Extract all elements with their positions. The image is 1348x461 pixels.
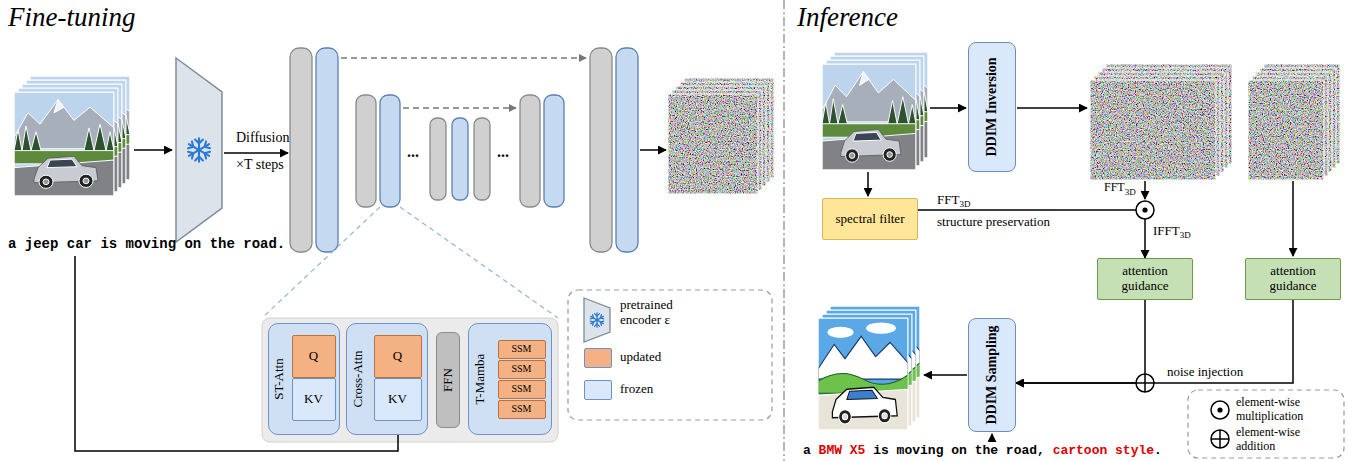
key-value-box: KV bbox=[374, 378, 422, 421]
operation-label: FFT bbox=[937, 193, 959, 208]
operation-label: IFFT bbox=[1153, 224, 1180, 239]
prompt-text: a bbox=[803, 444, 811, 459]
prompt-text: a jeep car is moving on the road. bbox=[8, 236, 285, 252]
node-text: Cross-Attn bbox=[350, 350, 365, 407]
guidance-box: attention guidance bbox=[1245, 258, 1341, 300]
subscript: 3D bbox=[1125, 187, 1136, 197]
ssm-box: SSM bbox=[498, 380, 546, 399]
key-value-box: KV bbox=[292, 378, 336, 421]
add-symbol bbox=[1211, 430, 1229, 448]
node-text: SSM bbox=[511, 343, 531, 355]
operation-label: FFT bbox=[1104, 181, 1125, 195]
section-title: Inference bbox=[797, 2, 898, 33]
node-text: attention guidance bbox=[1102, 264, 1188, 294]
multiply-symbol bbox=[1136, 201, 1154, 219]
prompt-text: BMW X5 bbox=[819, 444, 866, 459]
mamba-block: T-MambaSSMSSMSSMSSM bbox=[468, 323, 552, 435]
ellipsis: ... bbox=[497, 143, 509, 161]
node-text: SSM bbox=[511, 383, 531, 395]
node-text: ST-Attn bbox=[271, 358, 286, 399]
node-text: KV bbox=[304, 392, 323, 407]
process-box: DDIM Inversion bbox=[968, 42, 1016, 172]
section-title: Fine-tuning bbox=[8, 2, 135, 33]
add-symbol bbox=[1136, 374, 1154, 392]
legend-text: pretrained encoder ε bbox=[620, 298, 700, 328]
subscript: 3D bbox=[959, 199, 970, 209]
attention-block: ST-Attn Q KV bbox=[268, 323, 340, 435]
node-text: Q bbox=[309, 349, 318, 364]
path-label: structure preservation bbox=[937, 215, 1050, 230]
step-label: ×T steps bbox=[236, 157, 284, 173]
node-text: DDIM Inversion bbox=[983, 57, 999, 156]
legend-text: frozen bbox=[620, 382, 653, 397]
query-box: Q bbox=[374, 335, 422, 378]
filter-box: spectral filter bbox=[822, 198, 918, 240]
guidance-box: attention guidance bbox=[1097, 258, 1193, 300]
node-text: DDIM Sampling bbox=[983, 325, 999, 424]
prompt-text: . bbox=[1154, 444, 1162, 459]
step-label: Diffusion bbox=[236, 130, 289, 146]
subscript: 3D bbox=[1180, 230, 1191, 240]
ssm-box: SSM bbox=[498, 360, 546, 379]
connector bbox=[1016, 300, 1145, 383]
legend-swatch bbox=[584, 380, 612, 400]
node-text: Q bbox=[393, 349, 402, 364]
connector bbox=[1016, 300, 1293, 383]
process-box: DDIM Sampling bbox=[968, 318, 1016, 432]
node-text: FFN bbox=[440, 368, 455, 392]
attention-block: Cross-Attn Q KV bbox=[346, 323, 428, 435]
node-text: spectral filter bbox=[836, 212, 905, 227]
prompt-text: is moving on the road, bbox=[873, 444, 1045, 459]
prompt-text: cartoon style bbox=[1053, 444, 1154, 459]
node-text: T-Mamba bbox=[472, 354, 487, 405]
connector bbox=[918, 210, 1145, 258]
multiply-symbol bbox=[1211, 401, 1229, 419]
ssm-box: SSM bbox=[498, 340, 546, 359]
node-text: SSM bbox=[511, 363, 531, 375]
legend-text: element-wise addition bbox=[1236, 426, 1336, 454]
ellipsis: ... bbox=[407, 143, 419, 161]
ffn-bar: FFN bbox=[436, 332, 460, 428]
legend-swatch bbox=[584, 348, 612, 368]
legend-text: updated bbox=[620, 350, 661, 365]
edge-label: noise injection bbox=[1166, 365, 1244, 380]
legend-text: element-wise multiplication bbox=[1236, 396, 1336, 424]
node-text: attention guidance bbox=[1250, 264, 1336, 294]
ssm-box: SSM bbox=[498, 400, 546, 419]
node-text: KV bbox=[388, 392, 407, 407]
query-box: Q bbox=[292, 335, 336, 378]
node-text: SSM bbox=[511, 403, 531, 415]
